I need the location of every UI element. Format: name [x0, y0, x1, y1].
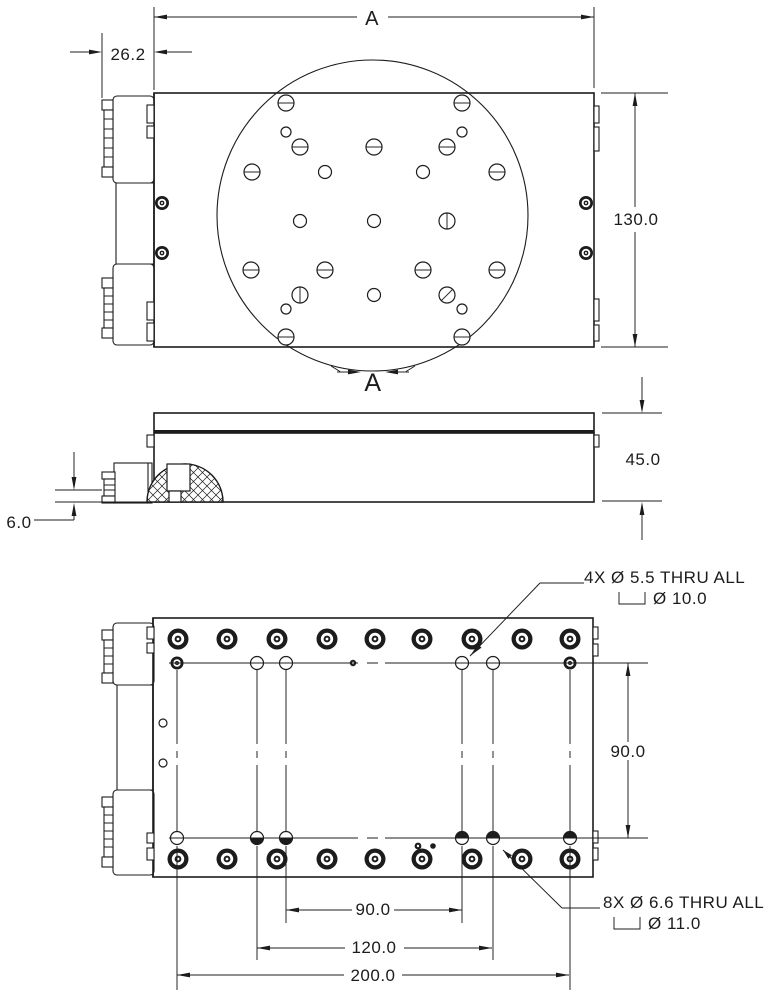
dimension-connector-offset: 26.2 — [70, 33, 192, 98]
callout-8x-line2: Ø 11.0 — [648, 914, 701, 933]
connector-housing-upper-icon — [101, 622, 155, 686]
side-view — [55, 412, 600, 504]
dim-span-120: 120.0 — [351, 938, 396, 957]
dimension-span-200: 200.0 — [177, 966, 569, 985]
dimension-height: 45.0 — [602, 377, 662, 540]
dim-depth: 130.0 — [613, 210, 658, 229]
dim-span-200: 200.0 — [350, 966, 395, 985]
section-arrow-icon — [330, 365, 416, 375]
centerlines — [169, 662, 648, 990]
dimension-span-90: 90.0 — [286, 900, 462, 919]
callout-8x-line1: 8X Ø 6.6 THRU ALL — [603, 893, 764, 912]
bottom-view — [101, 617, 648, 990]
counterbore-icon — [613, 917, 641, 930]
connector-housing-lower-icon — [101, 789, 155, 876]
dimension-depth: 130.0 — [601, 92, 668, 348]
dim-height: 45.0 — [625, 450, 660, 469]
callout-4x-holes: 4X Ø 5.5 THRU ALL Ø 10.0 — [469, 568, 745, 657]
mounting-hole-pattern — [158, 655, 578, 850]
dim-base-thickness: 6.0 — [6, 513, 31, 532]
dim-hole-rows: 90.0 — [610, 742, 645, 761]
dimension-hole-rows: 90.0 — [610, 663, 645, 838]
section-hatch-icon — [146, 463, 224, 503]
counterbore-icon — [618, 592, 646, 605]
callout-4x-line2: Ø 10.0 — [653, 589, 707, 608]
motor-icon — [101, 462, 153, 504]
dim-connector-offset: 26.2 — [110, 45, 145, 64]
section-label: A — [364, 369, 381, 397]
dim-span-90: 90.0 — [355, 900, 390, 919]
callout-8x-holes: 8X Ø 6.6 THRU ALL Ø 11.0 — [502, 849, 764, 933]
connector-housing-lower-icon — [101, 263, 155, 346]
callout-4x-line1: 4X Ø 5.5 THRU ALL — [584, 568, 745, 587]
connector-housing-upper-icon — [101, 95, 155, 184]
dim-width-label: A — [365, 8, 379, 30]
rotary-platform-circle — [216, 59, 529, 372]
dimension-overall-width: A — [153, 7, 595, 90]
dimension-base-thickness: 6.0 — [6, 452, 77, 532]
dimension-span-120: 120.0 — [257, 938, 492, 957]
top-view: A — [101, 59, 600, 397]
